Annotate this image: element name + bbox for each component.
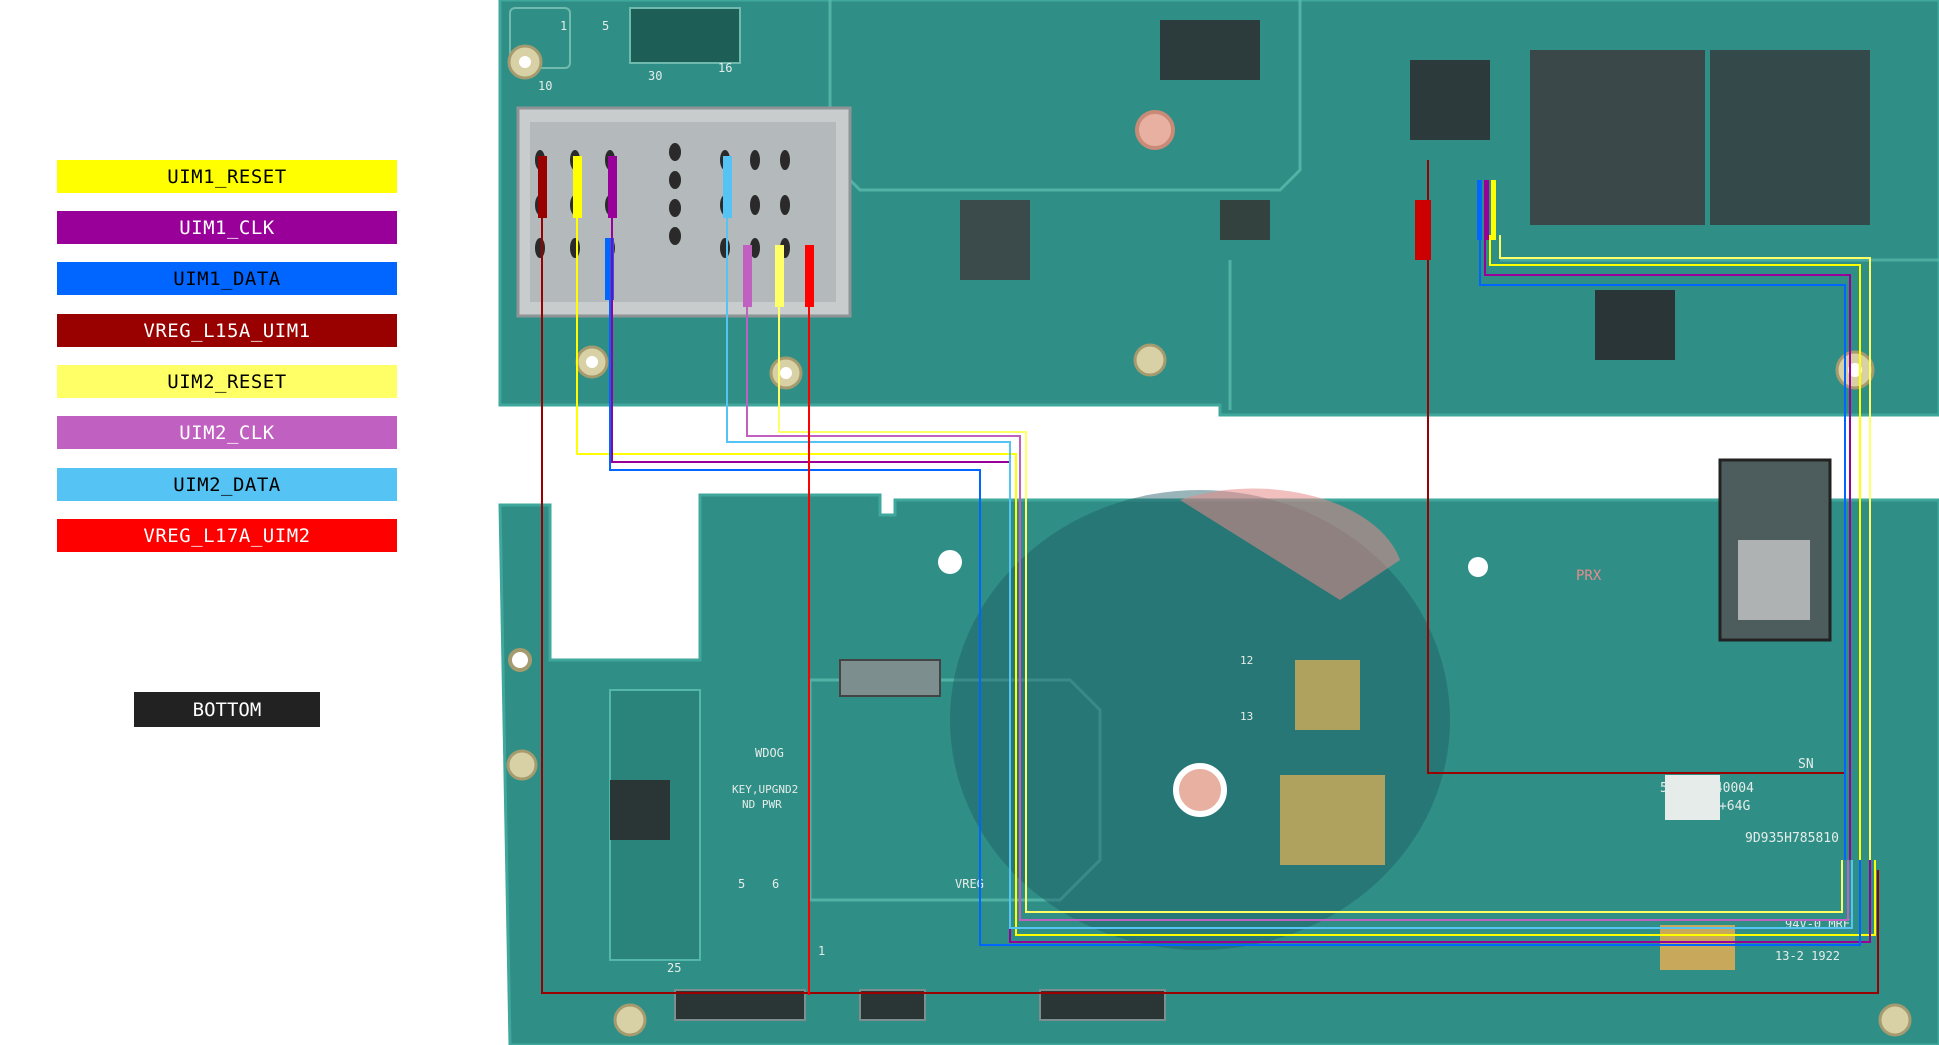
- legend-label: UIM2_CLK: [179, 421, 275, 444]
- label-lte: LTE 4G+64G: [1672, 799, 1750, 814]
- top-board: 1 5 10 30 16: [498, 0, 1939, 417]
- label-sn: SN: [1798, 757, 1814, 772]
- label-num-5: 5: [738, 877, 745, 891]
- trace-vreg-l15a-uim1: [541, 218, 1879, 994]
- label-wdog: WDOG: [755, 746, 784, 760]
- legend-uim2-data: UIM2_DATA: [57, 468, 397, 501]
- label-num-25: 25: [667, 961, 681, 975]
- legend-uim2-reset: UIM2_RESET: [57, 365, 397, 398]
- label-num-1: 1: [818, 944, 825, 958]
- label-code2: 9D935H785810: [1745, 831, 1839, 846]
- label-date: 13-2 1922: [1775, 949, 1840, 963]
- legend-label: UIM1_CLK: [179, 216, 275, 239]
- pcb-diagram: 1 5 10 30 16: [498, 0, 1939, 1045]
- trace-pmic-data: [1479, 235, 1846, 860]
- label-serial: 520D90140004: [1660, 781, 1754, 796]
- legend-uim2-clk: UIM2_CLK: [57, 416, 397, 449]
- view-badge: BOTTOM: [134, 692, 320, 727]
- trace-uim1-reset: [576, 218, 1876, 936]
- trace-pmic-reset: [1489, 235, 1861, 860]
- label-prx: PRX: [1576, 568, 1602, 584]
- trace-uim2-data: [726, 218, 1853, 929]
- legend-label: UIM1_RESET: [167, 165, 287, 188]
- legend-label: UIM2_DATA: [173, 473, 281, 496]
- trace-uim1-data: [609, 300, 1861, 946]
- trace-pmic-uim2: [1499, 235, 1871, 860]
- legend-label: VREG_L15A_UIM1: [143, 319, 311, 342]
- label-nd-pwr: ND PWR: [742, 798, 782, 811]
- trace-pmic-clk: [1484, 235, 1851, 860]
- legend-label: UIM1_DATA: [173, 267, 281, 290]
- label-top-10: 10: [538, 79, 552, 93]
- legend-vreg-l17a-uim2: VREG_L17A_UIM2: [57, 519, 397, 552]
- label-top-16: 16: [718, 61, 732, 75]
- legend-label: UIM2_RESET: [167, 370, 287, 393]
- label-top-1: 1: [560, 19, 567, 33]
- label-vreg: VREG: [955, 877, 984, 891]
- legend-label: VREG_L17A_UIM2: [143, 524, 311, 547]
- legend-vreg-l15a-uim1: VREG_L15A_UIM1: [57, 314, 397, 347]
- label-num-6: 6: [772, 877, 779, 891]
- label-key-row: KEY,UPGND2: [732, 783, 798, 796]
- label-num-13: 13: [1240, 710, 1253, 723]
- legend-uim1-clk: UIM1_CLK: [57, 211, 397, 244]
- label-top-5: 5: [602, 19, 609, 33]
- legend-uim1-reset: UIM1_RESET: [57, 160, 397, 193]
- trace-uim2-clk: [746, 307, 1849, 921]
- legend-uim1-data: UIM1_DATA: [57, 262, 397, 295]
- label-num-12: 12: [1240, 654, 1253, 667]
- view-label: BOTTOM: [192, 698, 262, 721]
- label-top-30: 30: [648, 69, 662, 83]
- bottom-board: WDOG KEY,UPGND2 ND PWR VREG 5 6 25 1 13 …: [498, 458, 1939, 1045]
- trace-group: [541, 160, 1879, 995]
- trace-uim2-reset: [778, 307, 1843, 913]
